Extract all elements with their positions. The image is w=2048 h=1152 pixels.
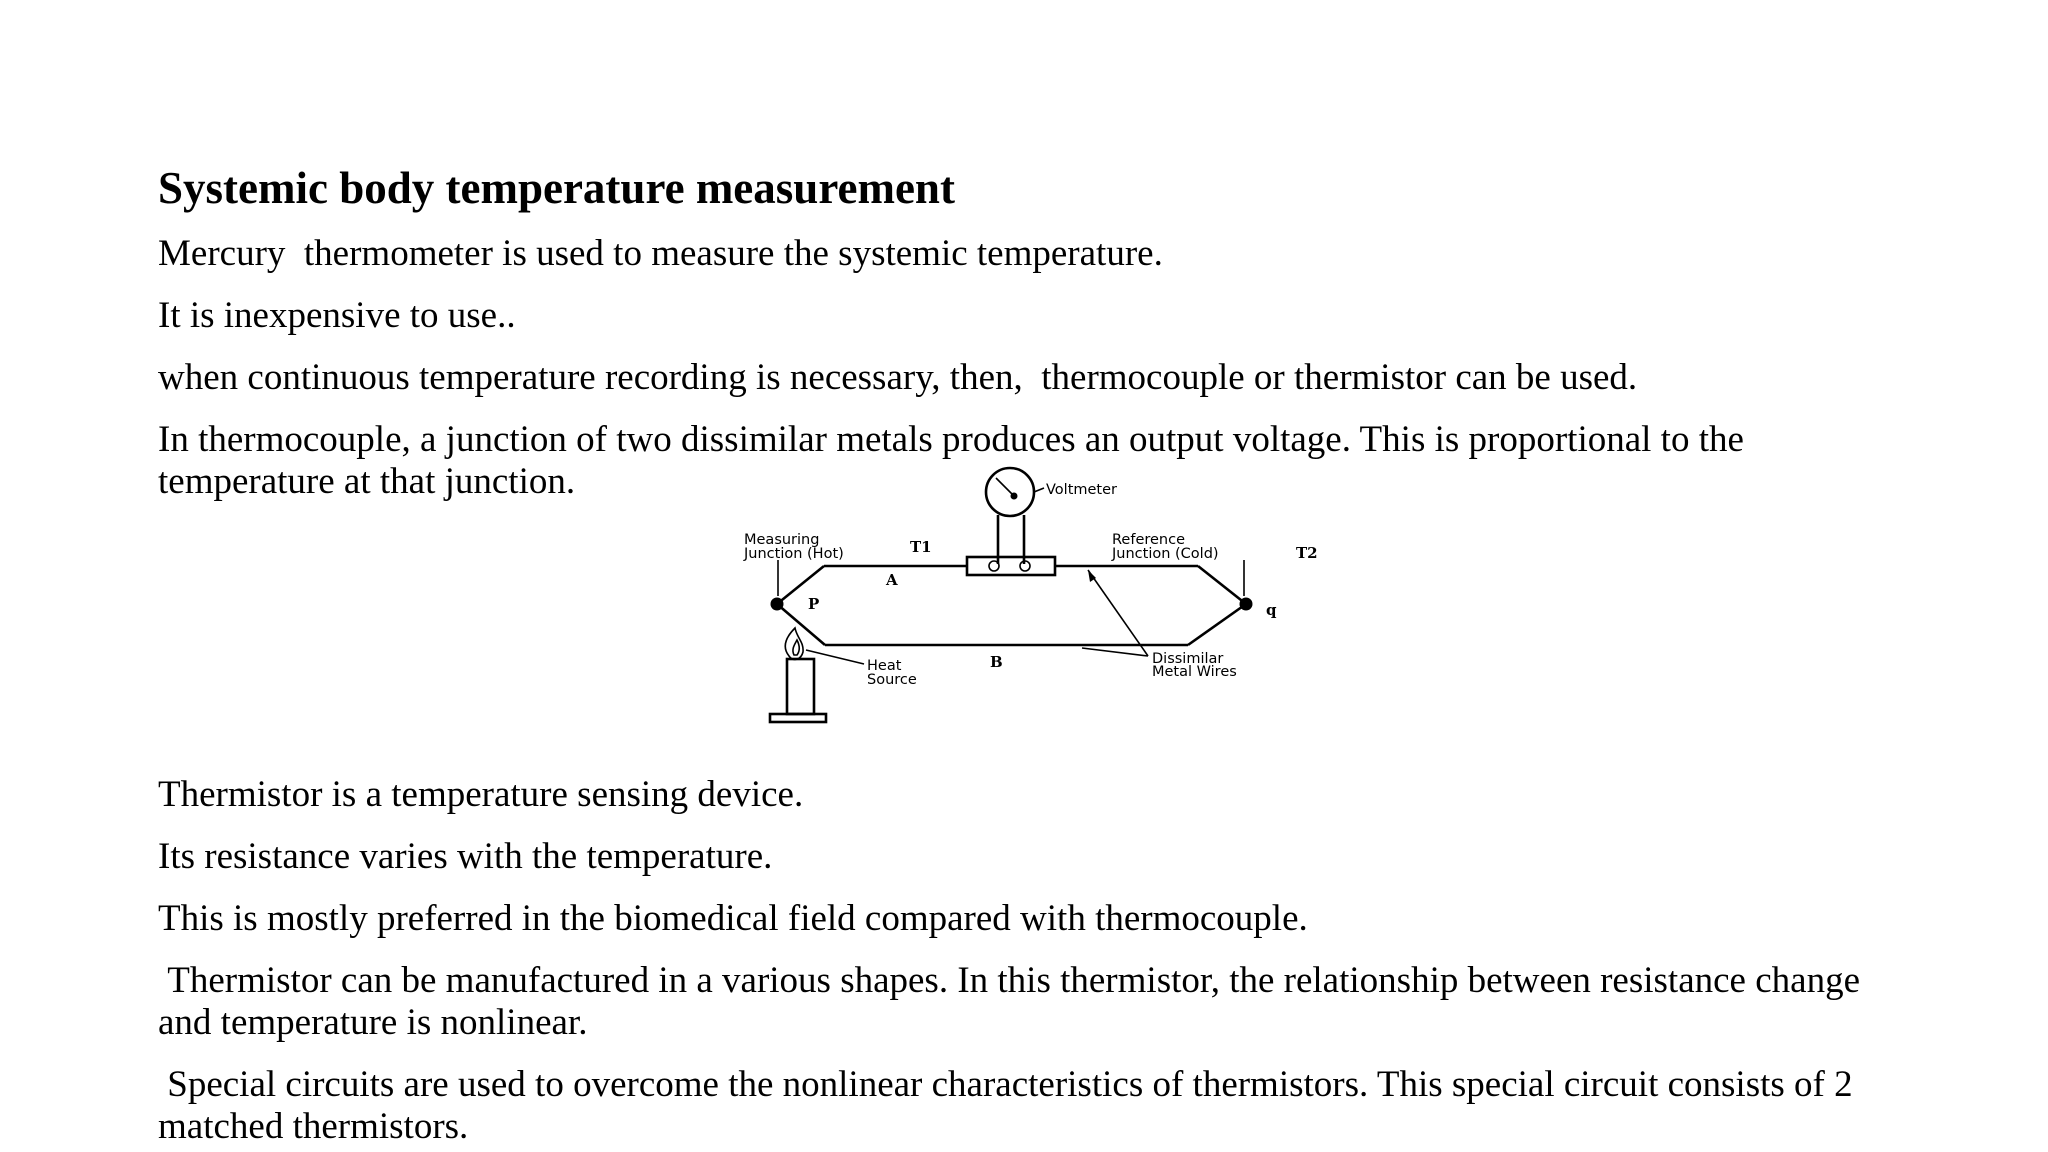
dissimilar-arrowhead: [1088, 570, 1096, 582]
candle-body: [785, 657, 816, 716]
candle-base: [768, 712, 828, 724]
wire-a-label: A: [885, 571, 898, 589]
wire-to-q-upper: [1197, 564, 1247, 606]
paragraph-mercury-thermometer: Mercury thermometer is used to measure t…: [158, 233, 1163, 274]
paragraph-special-circuits: Special circuits are used to overcome th…: [158, 1064, 1862, 1147]
paragraph-resistance: Its resistance varies with the temperatu…: [158, 836, 773, 877]
measuring-junction-label-line1: Measuring: [744, 532, 819, 548]
junction-p-label: P: [808, 595, 819, 613]
junction-q-label: q: [1266, 601, 1277, 619]
reference-junction-label-line1: Reference: [1112, 532, 1185, 548]
measuring-junction-label-line2: Junction (Hot): [743, 546, 844, 562]
heat-source-label-line2: Source: [867, 672, 917, 688]
paragraph-thermocouple: In thermocouple, a junction of two dissi…: [158, 419, 1754, 502]
dissimilar-pointer-lower: [1081, 647, 1149, 657]
terminal-left: [988, 560, 1000, 572]
terminal-block: [965, 555, 1057, 577]
heat-source-label-line1: Heat: [867, 658, 902, 674]
paragraph-thermistor-device: Thermistor is a temperature sensing devi…: [158, 774, 804, 815]
junction-q-dot: [1239, 597, 1253, 611]
voltmeter-label: Voltmeter: [1046, 482, 1117, 498]
dissimilar-label-line2: Metal Wires: [1152, 664, 1237, 680]
dissimilar-pointer-upper: [1087, 569, 1149, 657]
junction-p-dot: [770, 597, 784, 611]
t1-label: T1: [910, 538, 932, 556]
reference-junction-label-line2: Junction (Cold): [1111, 546, 1219, 562]
terminal-right: [1019, 560, 1031, 572]
wire-to-p-lower: [776, 603, 826, 646]
wire-to-q-lower: [1187, 602, 1247, 647]
voltmeter-pivot: [1010, 492, 1018, 500]
heat-source-leader: [805, 649, 865, 665]
dissimilar-label-line1: Dissimilar: [1152, 651, 1223, 667]
slide-title: Systemic body temperature measurement: [158, 163, 955, 213]
paragraph-continuous-recording: when continuous temperature recording is…: [158, 357, 1638, 398]
t2-label: T2: [1296, 544, 1318, 562]
paragraph-biomedical: This is mostly preferred in the biomedic…: [158, 898, 1308, 939]
voltmeter-label-leader: [1033, 487, 1045, 493]
paragraph-shapes-nonlinear: Thermistor can be manufactured in a vari…: [158, 960, 1870, 1043]
wire-b-label: B: [990, 653, 1003, 671]
wire-to-p-upper: [776, 564, 825, 606]
paragraph-inexpensive: It is inexpensive to use..: [158, 295, 516, 336]
flame-inner: [792, 638, 801, 656]
